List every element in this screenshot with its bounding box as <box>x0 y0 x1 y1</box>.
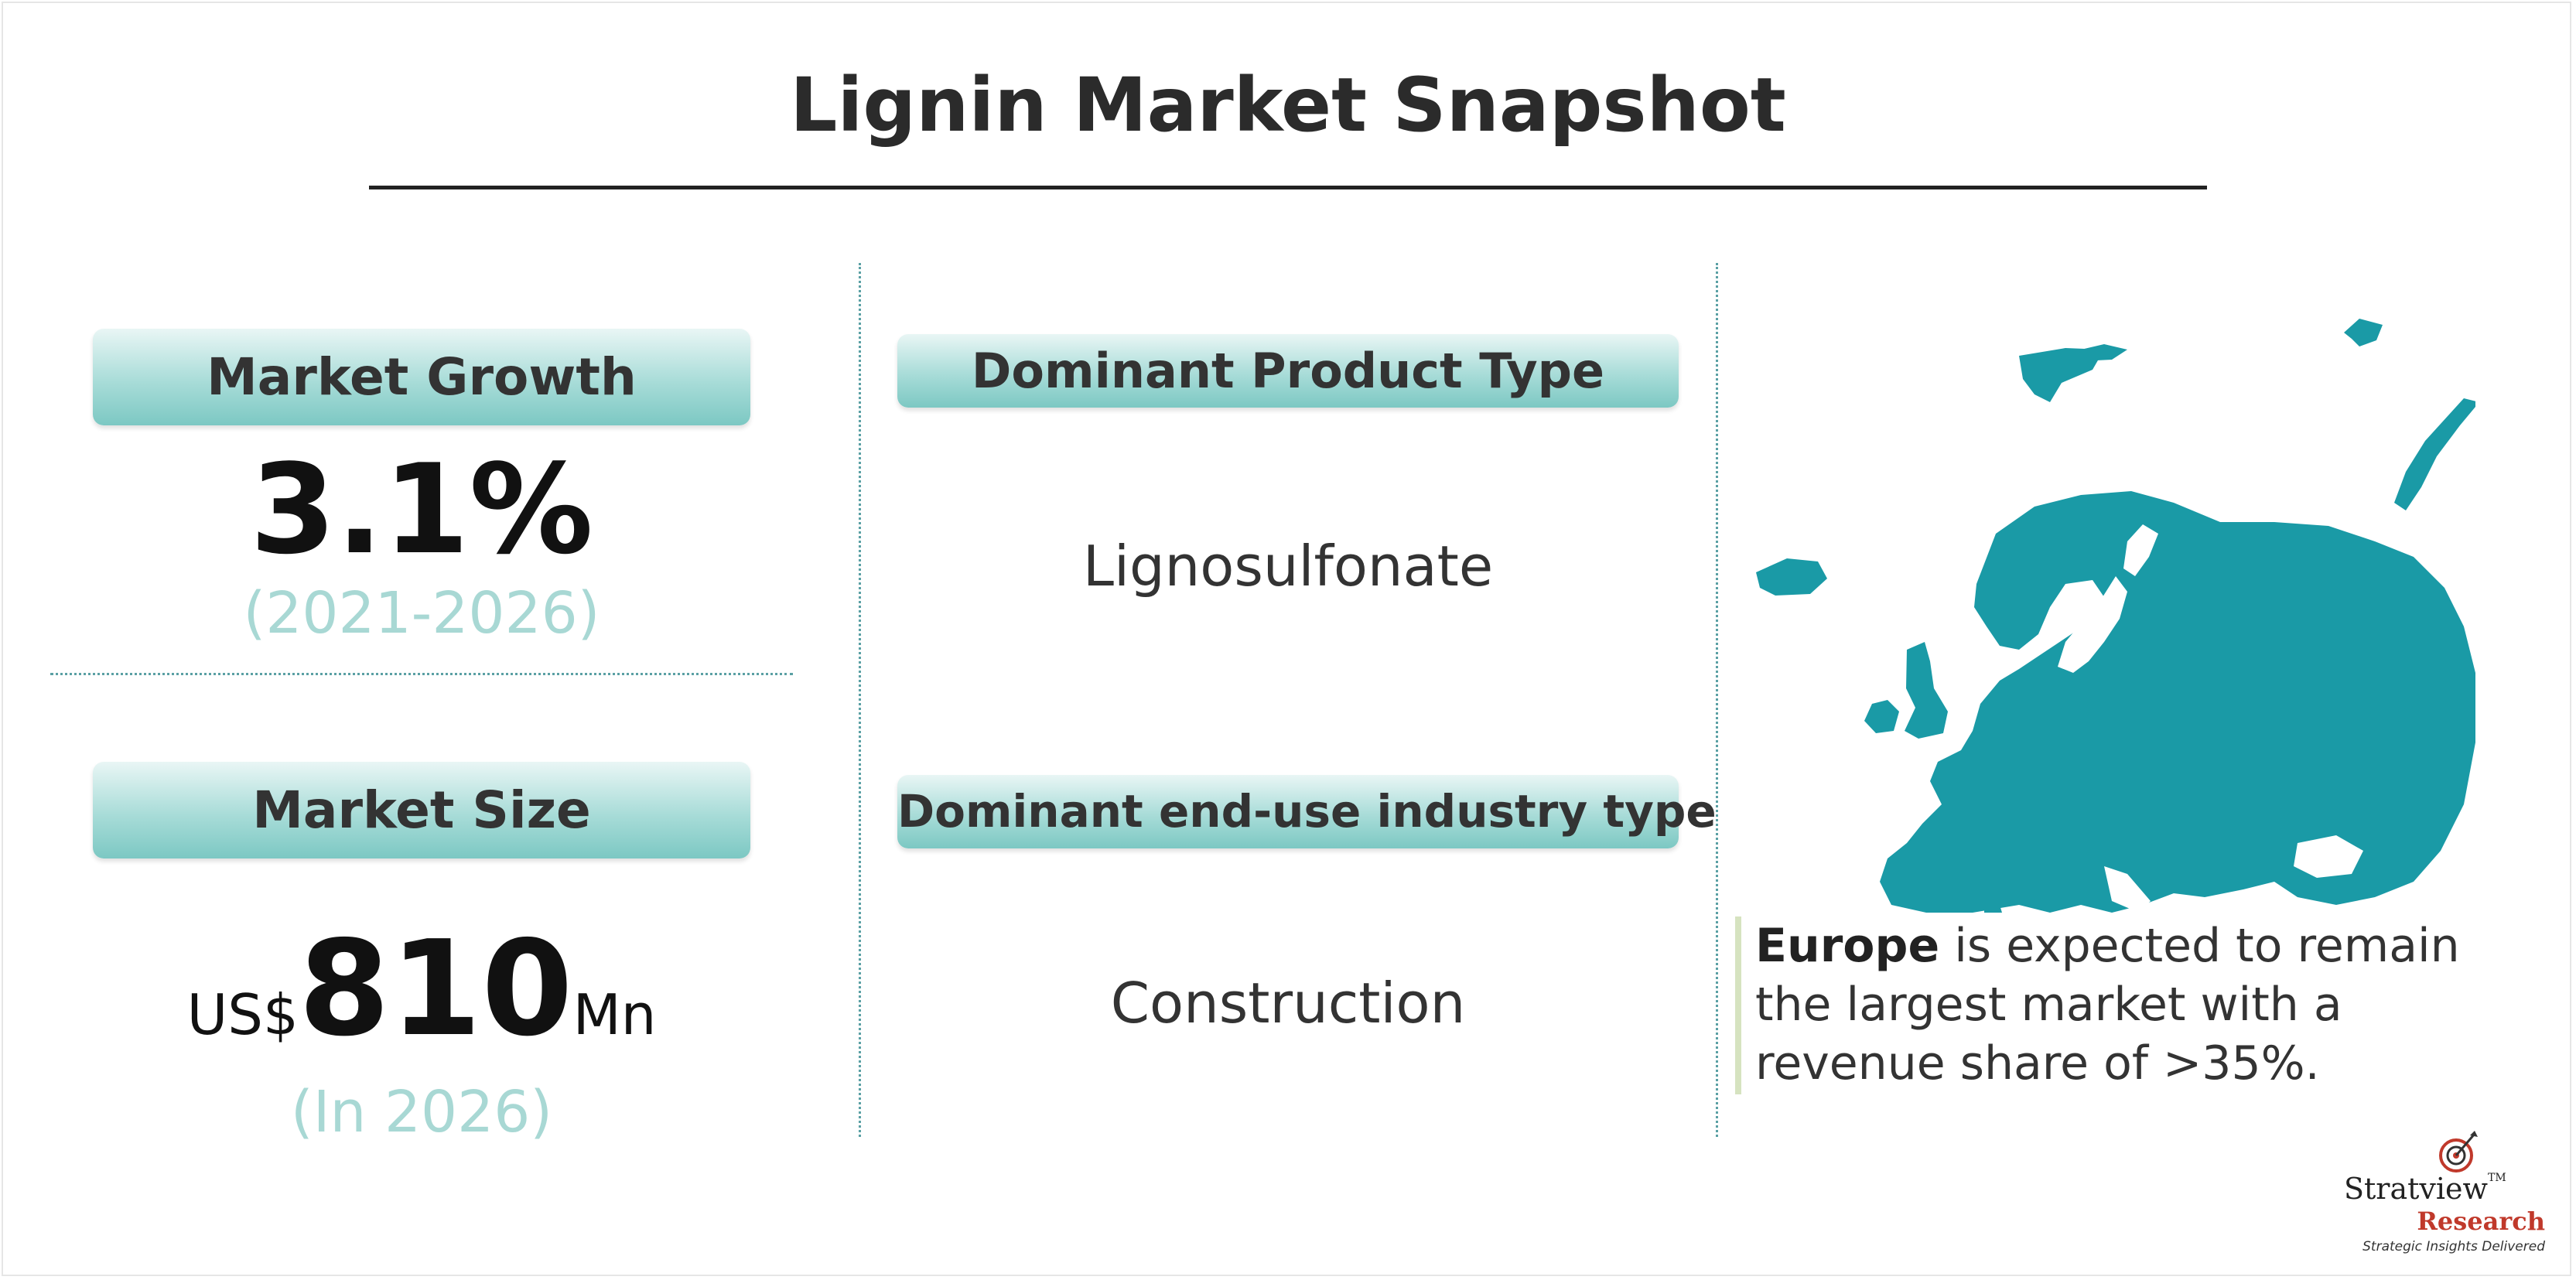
region-note: Europe is expected to remain the largest… <box>1735 916 2532 1094</box>
logo-tagline: Strategic Insights Delivered <box>2362 1239 2545 1254</box>
market-size-number: 810 <box>298 913 573 1066</box>
end-use-value: Construction <box>1110 971 1466 1036</box>
britain-shape <box>1905 642 1948 739</box>
baltic-sea-shape <box>2058 576 2127 673</box>
column-divider-left <box>859 263 861 1137</box>
product-type-label-text: Dominant Product Type <box>971 343 1605 399</box>
end-use-label-text: Dominant end-use industry type <box>897 785 1717 838</box>
mainland-europe-shape <box>1880 491 2475 913</box>
novaya-zemlya-shape <box>2394 398 2475 510</box>
market-size-label: Market Size <box>93 762 750 858</box>
adriatic-shape <box>2104 866 2151 913</box>
target-arrow-icon <box>2439 1131 2478 1172</box>
svalbard-east-shape <box>2081 344 2127 360</box>
svalbard-shape <box>2019 348 2104 402</box>
page-title: Lignin Market Snapshot <box>790 62 1786 148</box>
ireland-shape <box>1864 700 1899 733</box>
market-growth-label-text: Market Growth <box>207 347 637 407</box>
column-divider-right <box>1716 263 1718 1137</box>
product-type-value: Lignosulfonate <box>1082 534 1494 599</box>
market-size-unit: Mn <box>572 982 657 1047</box>
market-size-year: (In 2026) <box>290 1079 553 1145</box>
market-growth-period: (2021-2026) <box>243 580 600 647</box>
market-size-label-text: Market Size <box>252 780 591 840</box>
black-sea-shape <box>2294 835 2363 878</box>
gulf-of-bothnia-shape <box>2123 524 2158 576</box>
row-divider <box>50 673 793 675</box>
region-description: is expected to remain the largest market… <box>1755 919 2460 1091</box>
market-size-value: US$810Mn <box>93 913 750 1066</box>
title-underline <box>369 186 2207 189</box>
product-type-label: Dominant Product Type <box>897 334 1679 408</box>
franz-josef-shape <box>2344 319 2383 346</box>
logo-trademark: TM <box>2488 1172 2506 1184</box>
market-size-prefix: US$ <box>186 982 299 1047</box>
region-name: Europe <box>1755 919 1940 973</box>
logo-brand: StratviewTM <box>2344 1172 2506 1206</box>
europe-map <box>1756 319 2475 913</box>
logo-research: Research <box>2417 1207 2545 1236</box>
iceland-shape <box>1756 558 1827 596</box>
market-growth-label: Market Growth <box>93 329 750 425</box>
end-use-label: Dominant end-use industry type <box>897 775 1717 848</box>
stratview-logo: StratviewTM Research Strategic Insights … <box>2336 1129 2553 1261</box>
logo-brand-text: Stratview <box>2344 1172 2489 1206</box>
market-growth-value: 3.1% <box>250 437 593 582</box>
